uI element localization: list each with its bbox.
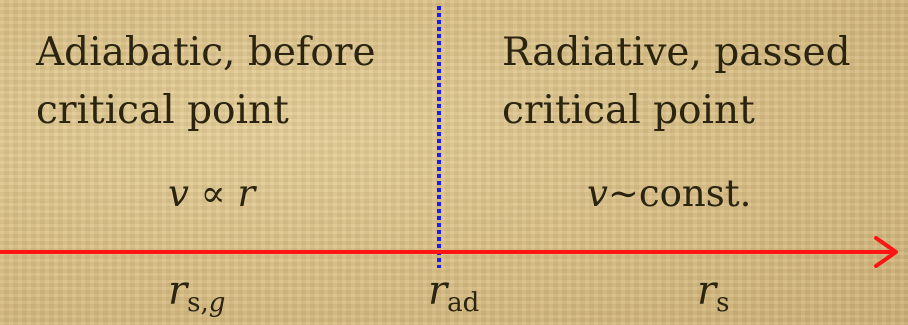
- tilde-symbol: ∼: [607, 172, 639, 215]
- const-text: const.: [638, 172, 752, 215]
- radius-symbol: r: [237, 172, 256, 215]
- radiative-velocity-relation: v∼const.: [587, 172, 751, 215]
- adiabatic-label-line1: Adiabatic, before: [36, 30, 376, 75]
- axis-label-r-s-g: rs,g: [168, 268, 226, 318]
- adiabatic-velocity-relation: v ∝ r: [168, 172, 255, 215]
- radiative-label-line2: critical point: [502, 88, 755, 133]
- radiative-label-line1: Radiative, passed: [502, 30, 851, 75]
- axis-label-r-ad: rad: [428, 268, 480, 318]
- adiabatic-label-line2: critical point: [36, 88, 289, 133]
- adiabatic-region-label: Adiabatic, before critical point: [36, 24, 376, 140]
- proportional-symbol: ∝: [188, 172, 238, 215]
- velocity-symbol: v: [168, 172, 189, 215]
- velocity-symbol: v: [587, 172, 608, 215]
- axis-label-r-s: rs: [697, 268, 730, 318]
- arrow-right-icon: [874, 236, 898, 268]
- radiative-region-label: Radiative, passed critical point: [502, 24, 851, 140]
